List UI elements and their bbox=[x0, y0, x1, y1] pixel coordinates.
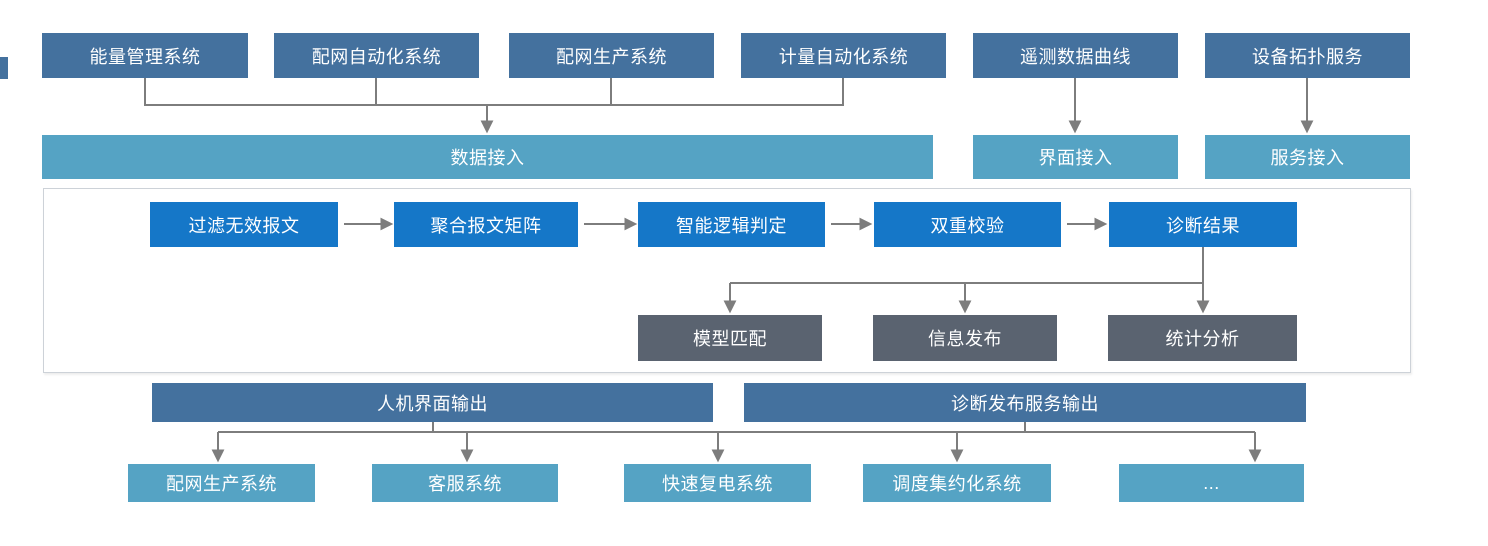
consumer-box-distribution-production: 配网生产系统 bbox=[128, 464, 315, 502]
consumer-box-customer-service: 客服系统 bbox=[372, 464, 558, 502]
source-box-metering-automation: 计量自动化系统 bbox=[741, 33, 946, 78]
access-bar-data: 数据接入 bbox=[42, 135, 933, 179]
result-action-model-matching: 模型匹配 bbox=[638, 315, 822, 361]
pipeline-step-aggregate-message-matrix: 聚合报文矩阵 bbox=[394, 202, 578, 247]
source-box-energy-management: 能量管理系统 bbox=[42, 33, 248, 78]
source-box-distribution-automation: 配网自动化系统 bbox=[274, 33, 479, 78]
output-bar-diagnosis-publish-service: 诊断发布服务输出 bbox=[744, 383, 1306, 422]
pipeline-step-double-check: 双重校验 bbox=[874, 202, 1061, 247]
source-box-device-topology: 设备拓扑服务 bbox=[1205, 33, 1410, 78]
output-bar-hmi: 人机界面输出 bbox=[152, 383, 713, 422]
result-action-statistical-analysis: 统计分析 bbox=[1108, 315, 1297, 361]
access-bar-ui: 界面接入 bbox=[973, 135, 1178, 179]
source-box-distribution-production: 配网生产系统 bbox=[509, 33, 714, 78]
source-box-telemetry-curve: 遥测数据曲线 bbox=[973, 33, 1178, 78]
result-action-information-publishing: 信息发布 bbox=[873, 315, 1057, 361]
pipeline-step-diagnosis-result: 诊断结果 bbox=[1109, 202, 1297, 247]
pipeline-step-filter-invalid-messages: 过滤无效报文 bbox=[150, 202, 338, 247]
consumer-box-more: ... bbox=[1119, 464, 1304, 502]
pipeline-step-intelligent-logic-judgment: 智能逻辑判定 bbox=[638, 202, 825, 247]
consumer-box-dispatch-intensive: 调度集约化系统 bbox=[863, 464, 1051, 502]
access-bar-service: 服务接入 bbox=[1205, 135, 1410, 179]
cropped-box-fragment bbox=[0, 57, 8, 79]
consumer-box-fast-power-restoration: 快速复电系统 bbox=[624, 464, 811, 502]
